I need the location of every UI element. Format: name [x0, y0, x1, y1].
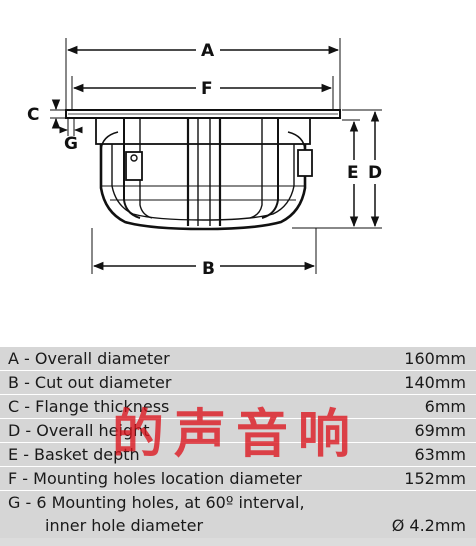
dimension-d: D: [292, 109, 382, 229]
spec-value: 63mm: [414, 445, 466, 464]
spec-label: E - Basket depth: [8, 445, 140, 464]
dimension-g: G: [59, 118, 83, 154]
dim-label-g: G: [64, 134, 78, 154]
spec-row-c: C - Flange thickness 6mm: [0, 394, 476, 418]
spec-label: D - Overall height: [8, 421, 150, 440]
spec-row-a: A - Overall diameter 160mm: [0, 346, 476, 370]
dimension-a: A: [65, 38, 341, 110]
spec-label: G - 6 Mounting holes, at 60º interval,: [8, 492, 305, 512]
spec-label: inner hole diameter: [45, 516, 204, 535]
spec-row-e: E - Basket depth 63mm: [0, 442, 476, 466]
spec-row-b: B - Cut out diameter 140mm: [0, 370, 476, 394]
dim-label-e: E: [347, 163, 359, 183]
speaker-body: [65, 109, 341, 231]
dim-label-c: C: [27, 105, 39, 125]
dimension-e: E: [342, 119, 360, 228]
spec-label: A - Overall diameter: [8, 349, 170, 368]
spec-label: C - Flange thickness: [8, 397, 170, 416]
spec-row-d: D - Overall height 69mm: [0, 418, 476, 442]
spec-value: Ø 4.2mm: [391, 516, 466, 535]
dimension-c: C: [27, 99, 66, 129]
spec-value: 160mm: [404, 349, 466, 368]
watermark: 的声音响: [112, 404, 361, 465]
dim-label-f: F: [201, 79, 213, 99]
spec-row-f: F - Mounting holes location diameter 152…: [0, 466, 476, 490]
spec-label: B - Cut out diameter: [8, 373, 172, 392]
spec-value: 140mm: [404, 373, 466, 392]
dimension-f: F: [71, 76, 334, 110]
spec-row-g: G - 6 Mounting holes, at 60º interval,: [0, 490, 476, 513]
spec-table: A - Overall diameter 160mm B - Cut out d…: [0, 346, 476, 538]
dim-label-d: D: [368, 163, 382, 183]
dim-label-a: A: [201, 41, 215, 61]
dim-label-b: B: [202, 259, 215, 279]
bottom-strip: [0, 538, 476, 546]
spec-row-g-continued: inner hole diameter Ø 4.2mm: [0, 513, 476, 538]
spec-label: F - Mounting holes location diameter: [8, 469, 302, 488]
spec-value: 152mm: [404, 469, 466, 488]
dimension-b: B: [91, 228, 317, 279]
speaker-dimension-drawing: A F C G D E: [27, 38, 382, 279]
spec-value: 69mm: [414, 421, 466, 440]
spec-value: 6mm: [424, 397, 466, 416]
